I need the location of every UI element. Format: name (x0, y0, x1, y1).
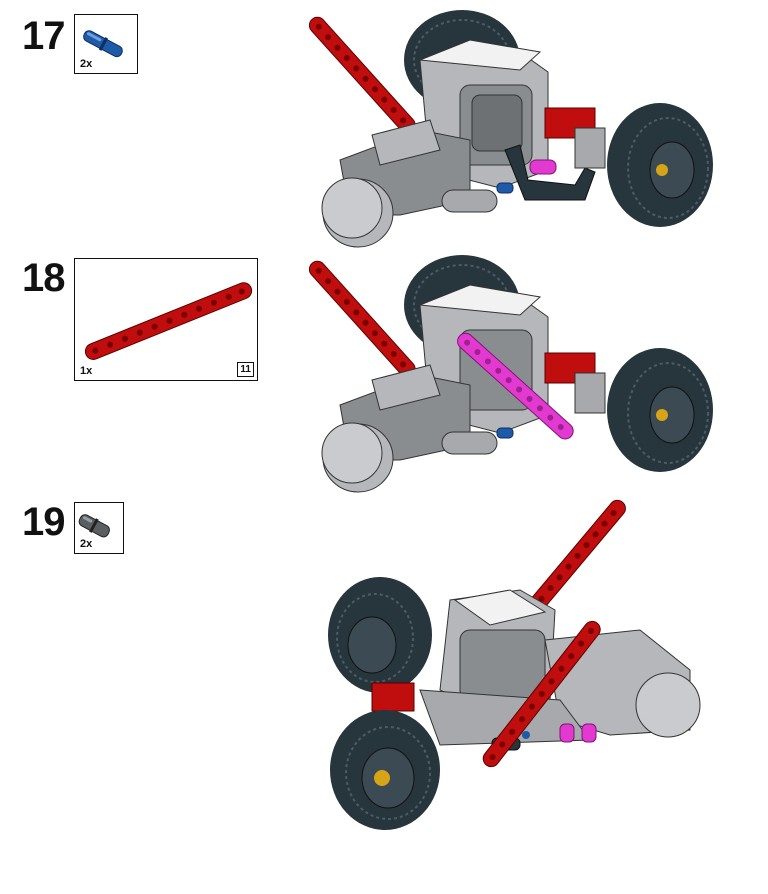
blue-axle-pin-icon (83, 30, 123, 58)
step-number: 17 (22, 14, 65, 58)
parts-callout: 1x 11 (74, 258, 258, 381)
dark-connector-pin-icon (78, 514, 110, 538)
parts-callout: 2x (74, 14, 138, 74)
step-number: 19 (22, 500, 65, 544)
red-beam-icon (84, 282, 253, 360)
part-length-badge: 11 (237, 362, 254, 377)
part-quantity: 2x (80, 538, 93, 550)
part-quantity: 2x (80, 58, 93, 70)
part-quantity: 1x (80, 365, 93, 377)
step-number: 18 (22, 256, 65, 300)
parts-callout: 2x (74, 502, 124, 554)
